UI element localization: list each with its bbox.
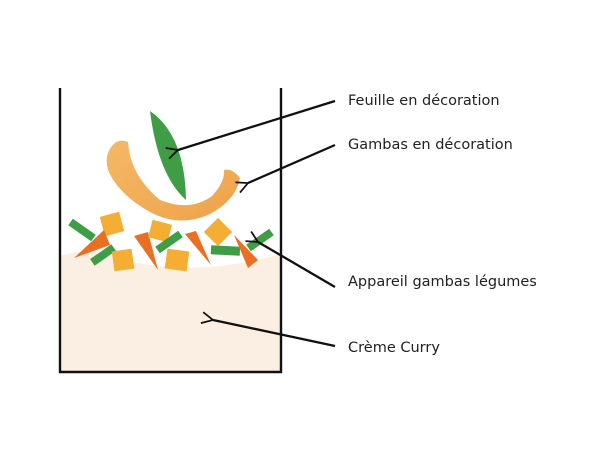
arrow-mix bbox=[258, 242, 336, 288]
glass-outline bbox=[58, 88, 283, 374]
cream-layer bbox=[61, 252, 280, 371]
label-cream: Crème Curry bbox=[348, 340, 440, 356]
shrimp bbox=[106, 140, 241, 221]
label-leaf: Feuille en décoration bbox=[348, 93, 500, 109]
label-mix: Appareil gambas légumes bbox=[348, 274, 537, 290]
arrow-leaf bbox=[178, 99, 336, 150]
leaf bbox=[150, 111, 186, 200]
arrow-cream bbox=[213, 320, 336, 348]
vegetable-mix bbox=[68, 211, 274, 272]
arrow-shrimp bbox=[248, 143, 336, 183]
label-shrimp: Gambas en décoration bbox=[348, 137, 513, 153]
